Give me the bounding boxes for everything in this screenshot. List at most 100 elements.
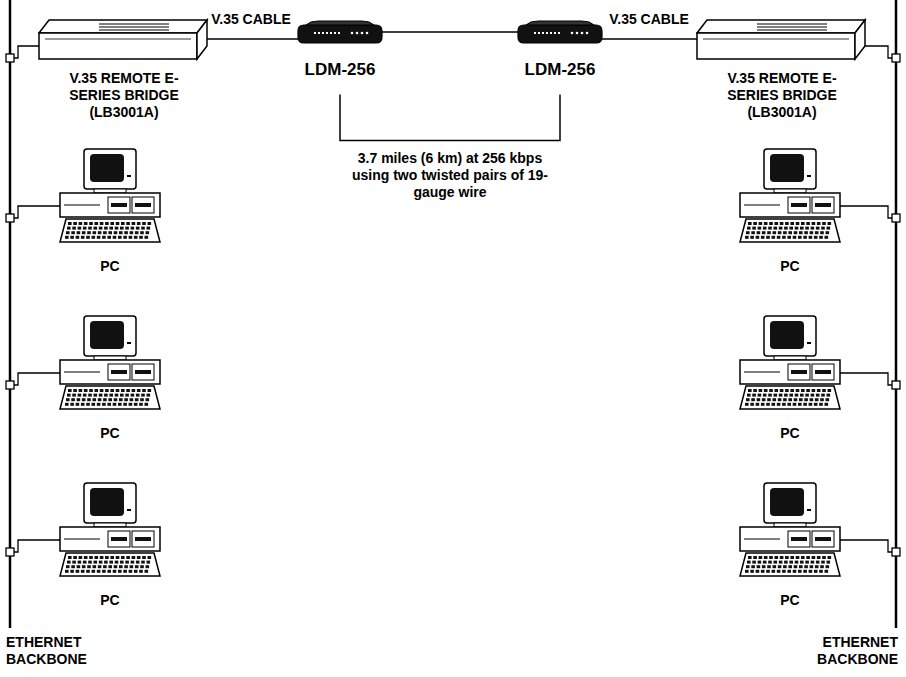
bridge-top: [39, 20, 207, 33]
key: [131, 227, 135, 230]
vent-line: [757, 24, 827, 25]
key: [811, 227, 815, 230]
drive-slot: [791, 537, 807, 541]
key: [773, 231, 777, 234]
key: [94, 394, 98, 397]
key: [750, 570, 754, 573]
key: [120, 561, 124, 564]
key: [799, 398, 803, 401]
key: [102, 236, 106, 239]
key: [115, 227, 119, 230]
modem-button: [576, 32, 579, 35]
key: [810, 398, 814, 401]
key: [822, 222, 826, 225]
key: [784, 561, 788, 564]
key: [821, 394, 825, 397]
device-label: LDM-256: [295, 60, 385, 80]
key: [146, 565, 150, 568]
drive-slot: [791, 370, 807, 374]
modem-button: [361, 32, 364, 35]
key: [131, 561, 135, 564]
key: [752, 227, 756, 230]
key: [793, 236, 797, 239]
key: [790, 389, 794, 392]
modem-led: [534, 32, 536, 34]
key: [104, 394, 108, 397]
key: [747, 227, 751, 230]
drive-slot: [135, 370, 151, 374]
key: [102, 570, 106, 573]
device-label: PC: [80, 592, 140, 609]
drive-slot: [111, 203, 127, 207]
key: [87, 231, 91, 234]
key: [809, 570, 813, 573]
key: [141, 561, 145, 564]
key: [779, 227, 783, 230]
modem-led: [326, 32, 328, 34]
drive-slot: [815, 203, 831, 207]
backbone-label: ETHERNET BACKBONE: [802, 634, 898, 668]
key: [130, 565, 134, 568]
key: [115, 561, 119, 564]
key: [95, 222, 99, 225]
modem-button: [571, 32, 574, 35]
modem-led: [554, 32, 556, 34]
key: [798, 570, 802, 573]
backbone-label: ETHERNET BACKBONE: [6, 634, 102, 668]
device-picture: [735, 482, 845, 578]
key: [110, 389, 114, 392]
bridge-side: [197, 20, 207, 59]
key: [788, 565, 792, 568]
pc-computer: [60, 483, 160, 576]
monitor-screen: [90, 154, 124, 182]
key: [86, 403, 90, 406]
key: [762, 398, 766, 401]
modem-button: [581, 32, 584, 35]
key: [785, 556, 789, 559]
key: [129, 570, 133, 573]
key: [123, 570, 127, 573]
key: [795, 394, 799, 397]
key: [135, 231, 139, 234]
key: [756, 236, 760, 239]
key: [119, 398, 123, 401]
unit-line: [744, 372, 780, 373]
key: [115, 394, 119, 397]
key: [814, 570, 818, 573]
drive-bay: [788, 197, 810, 213]
key: [820, 231, 824, 234]
key: [134, 403, 138, 406]
key: [87, 398, 91, 401]
key: [99, 561, 103, 564]
key: [89, 556, 93, 559]
key: [93, 398, 97, 401]
key: [65, 403, 69, 406]
key: [772, 570, 776, 573]
key: [82, 398, 86, 401]
key: [783, 398, 787, 401]
key: [99, 394, 103, 397]
key: [84, 556, 88, 559]
key: [132, 556, 136, 559]
key: [67, 394, 71, 397]
key: [746, 398, 750, 401]
drive-slot: [815, 370, 831, 374]
key: [795, 561, 799, 564]
drive-bay: [812, 531, 834, 547]
key: [93, 231, 97, 234]
device-label: PC: [760, 425, 820, 442]
pc-computer: [60, 316, 160, 409]
key: [750, 403, 754, 406]
drive-slot: [111, 370, 127, 374]
key: [142, 556, 146, 559]
key: [826, 398, 830, 401]
key: [814, 403, 818, 406]
key: [147, 561, 151, 564]
key: [764, 556, 768, 559]
key: [71, 565, 75, 568]
keyboard: [740, 219, 840, 242]
key: [97, 570, 101, 573]
key: [104, 227, 108, 230]
monitor-knob: [127, 175, 131, 177]
bridge-node: V.35 REMOTE E-SERIES BRIDGE (LB3001A): [38, 18, 210, 120]
